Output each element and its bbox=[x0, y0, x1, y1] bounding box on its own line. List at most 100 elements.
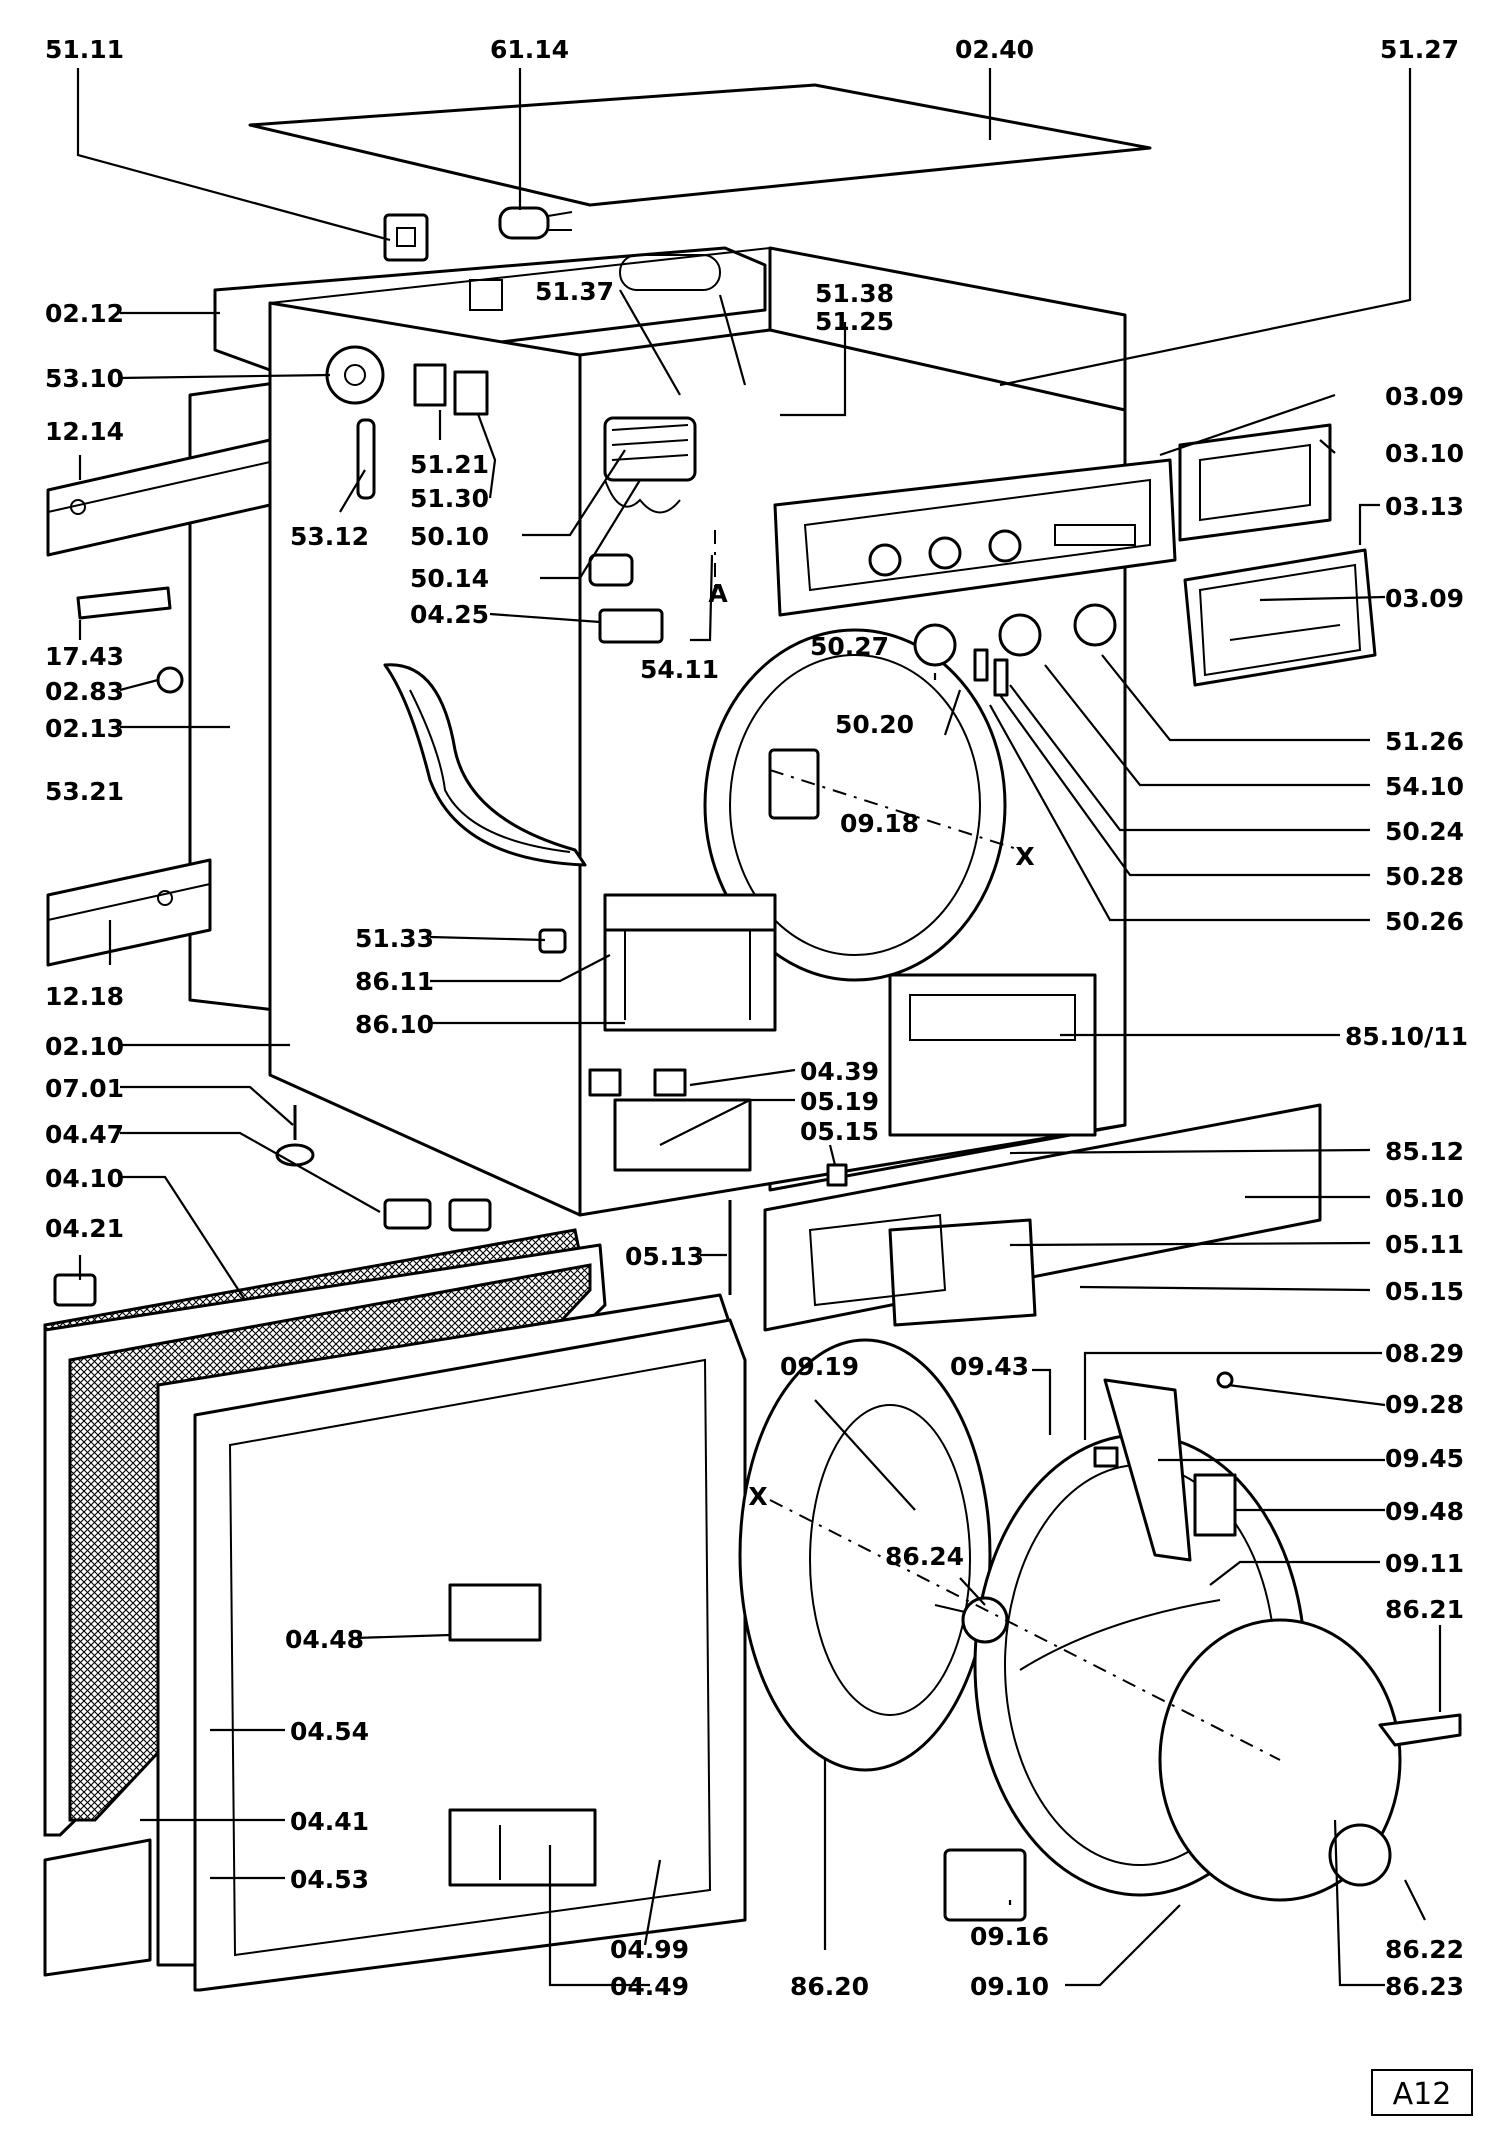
top-cover-plate bbox=[248, 83, 1152, 207]
detergent-drawer bbox=[1178, 423, 1332, 542]
callout-label: 86.11 bbox=[355, 967, 434, 996]
door-opening-ring bbox=[703, 628, 1007, 982]
push-button-b bbox=[993, 658, 1009, 697]
callout-label: 09.16 bbox=[970, 1922, 1049, 1951]
axis-line-x-lower bbox=[769, 1499, 1281, 1761]
callout-label: 02.12 bbox=[45, 299, 124, 328]
push-button-a bbox=[973, 648, 989, 682]
switch-part bbox=[383, 213, 429, 262]
pressure-hose bbox=[383, 663, 587, 867]
callout-label: 04.25 bbox=[410, 600, 489, 629]
callout-label: 05.15 bbox=[1385, 1277, 1464, 1306]
callout-label: 51.37 bbox=[535, 277, 614, 306]
callout-label: 54.10 bbox=[1385, 772, 1464, 801]
callout-label: 08.29 bbox=[1385, 1339, 1464, 1368]
callout-label: 50.28 bbox=[1385, 862, 1464, 891]
callout-label: 51.30 bbox=[410, 484, 489, 513]
callout-label: 51.26 bbox=[1385, 727, 1464, 756]
callout-label: 51.25 bbox=[815, 307, 894, 336]
callout-label: 09.45 bbox=[1385, 1444, 1464, 1473]
callout-label: 09.10 bbox=[970, 1972, 1049, 2001]
service-flap bbox=[888, 1218, 1037, 1327]
instruction-card bbox=[1183, 548, 1377, 687]
axis-mark-x-upper: X bbox=[1015, 842, 1034, 871]
door-hinge-bracket bbox=[1093, 1371, 1237, 1562]
callout-label: 51.27 bbox=[1380, 35, 1459, 64]
callout-labels: 51.11 61.14 02.40 51.27 02.12 51.37 51.3… bbox=[45, 35, 1468, 2001]
sheet-tag-text: A12 bbox=[1393, 2077, 1452, 2112]
callout-label: 09.11 bbox=[1385, 1549, 1464, 1578]
callout-label: 04.48 bbox=[285, 1625, 364, 1654]
callout-label: 02.13 bbox=[45, 714, 124, 743]
callout-label: 04.99 bbox=[610, 1935, 689, 1964]
callout-label: 61.14 bbox=[490, 35, 569, 64]
program-knob bbox=[913, 623, 957, 667]
callout-label: 86.20 bbox=[790, 1972, 869, 2001]
sheet-tag: A12 bbox=[1371, 2069, 1473, 2116]
callout-label: 04.39 bbox=[800, 1057, 879, 1086]
callout-label: 04.10 bbox=[45, 1164, 124, 1193]
callout-label: 53.10 bbox=[45, 364, 124, 393]
lower-rail bbox=[46, 858, 212, 967]
callout-label: 85.10/11 bbox=[1345, 1022, 1468, 1051]
callout-label: 03.09 bbox=[1385, 584, 1464, 613]
callout-label: 04.54 bbox=[290, 1717, 369, 1746]
pump-housing bbox=[603, 893, 777, 1032]
callout-label: 03.09 bbox=[1385, 382, 1464, 411]
rocker-switch bbox=[598, 608, 664, 644]
callout-label: 86.10 bbox=[355, 1010, 434, 1039]
callout-label: 02.83 bbox=[45, 677, 124, 706]
callout-label: 86.23 bbox=[1385, 1972, 1464, 2001]
callout-label: 07.01 bbox=[45, 1074, 124, 1103]
callout-label: 03.13 bbox=[1385, 492, 1464, 521]
callout-label: 50.27 bbox=[810, 632, 889, 661]
callout-label: 09.18 bbox=[840, 809, 919, 838]
drum-assembly bbox=[738, 1338, 1462, 1902]
leader-lines bbox=[76, 68, 1442, 1987]
callout-label: 12.18 bbox=[45, 982, 124, 1011]
callout-label: 04.49 bbox=[610, 1972, 689, 2001]
control-panel bbox=[773, 458, 1177, 617]
callout-label: 09.48 bbox=[1385, 1497, 1464, 1526]
capacitor-part bbox=[498, 206, 573, 240]
callout-label: 50.14 bbox=[410, 564, 489, 593]
callout-label: 51.38 bbox=[815, 279, 894, 308]
callout-label: 85.12 bbox=[1385, 1137, 1464, 1166]
callout-label: 02.10 bbox=[45, 1032, 124, 1061]
callout-label: 04.21 bbox=[45, 1214, 124, 1243]
axis-line-x-upper bbox=[769, 769, 1021, 851]
callout-label: 17.43 bbox=[45, 642, 124, 671]
callout-label: 05.19 bbox=[800, 1087, 879, 1116]
axis-mark-a: A bbox=[708, 579, 728, 608]
temperature-knob bbox=[998, 613, 1042, 657]
callout-label: 50.24 bbox=[1385, 817, 1464, 846]
callout-label: 86.21 bbox=[1385, 1595, 1464, 1624]
parts-artwork bbox=[43, 83, 1462, 1992]
callout-label: 04.41 bbox=[290, 1807, 369, 1836]
callout-label: 12.14 bbox=[45, 417, 124, 446]
relay-a bbox=[413, 363, 447, 407]
spin-knob bbox=[1073, 603, 1117, 647]
callout-label: 03.10 bbox=[1385, 439, 1464, 468]
callout-label: 09.43 bbox=[950, 1352, 1029, 1381]
grommet bbox=[156, 666, 184, 694]
callout-label: 50.26 bbox=[1385, 907, 1464, 936]
callout-label: 05.10 bbox=[1385, 1184, 1464, 1213]
callout-label: 05.11 bbox=[1385, 1230, 1464, 1259]
callout-label: 86.22 bbox=[1385, 1935, 1464, 1964]
callout-label: 53.12 bbox=[290, 522, 369, 551]
callout-label: 04.53 bbox=[290, 1865, 369, 1894]
callout-label: 05.15 bbox=[800, 1117, 879, 1146]
door-panel bbox=[193, 1318, 747, 1992]
callout-label: 09.28 bbox=[1385, 1390, 1464, 1419]
callout-label: 05.13 bbox=[625, 1242, 704, 1271]
callout-label: 53.21 bbox=[45, 777, 124, 806]
filter-box bbox=[888, 973, 1097, 1137]
motor-unit bbox=[325, 345, 385, 500]
callout-label: 51.21 bbox=[410, 450, 489, 479]
axis-mark-x-lower: X bbox=[748, 1482, 767, 1511]
callout-label: 04.47 bbox=[45, 1120, 124, 1149]
callout-label: 02.40 bbox=[955, 35, 1034, 64]
callout-label: 86.24 bbox=[885, 1542, 964, 1571]
